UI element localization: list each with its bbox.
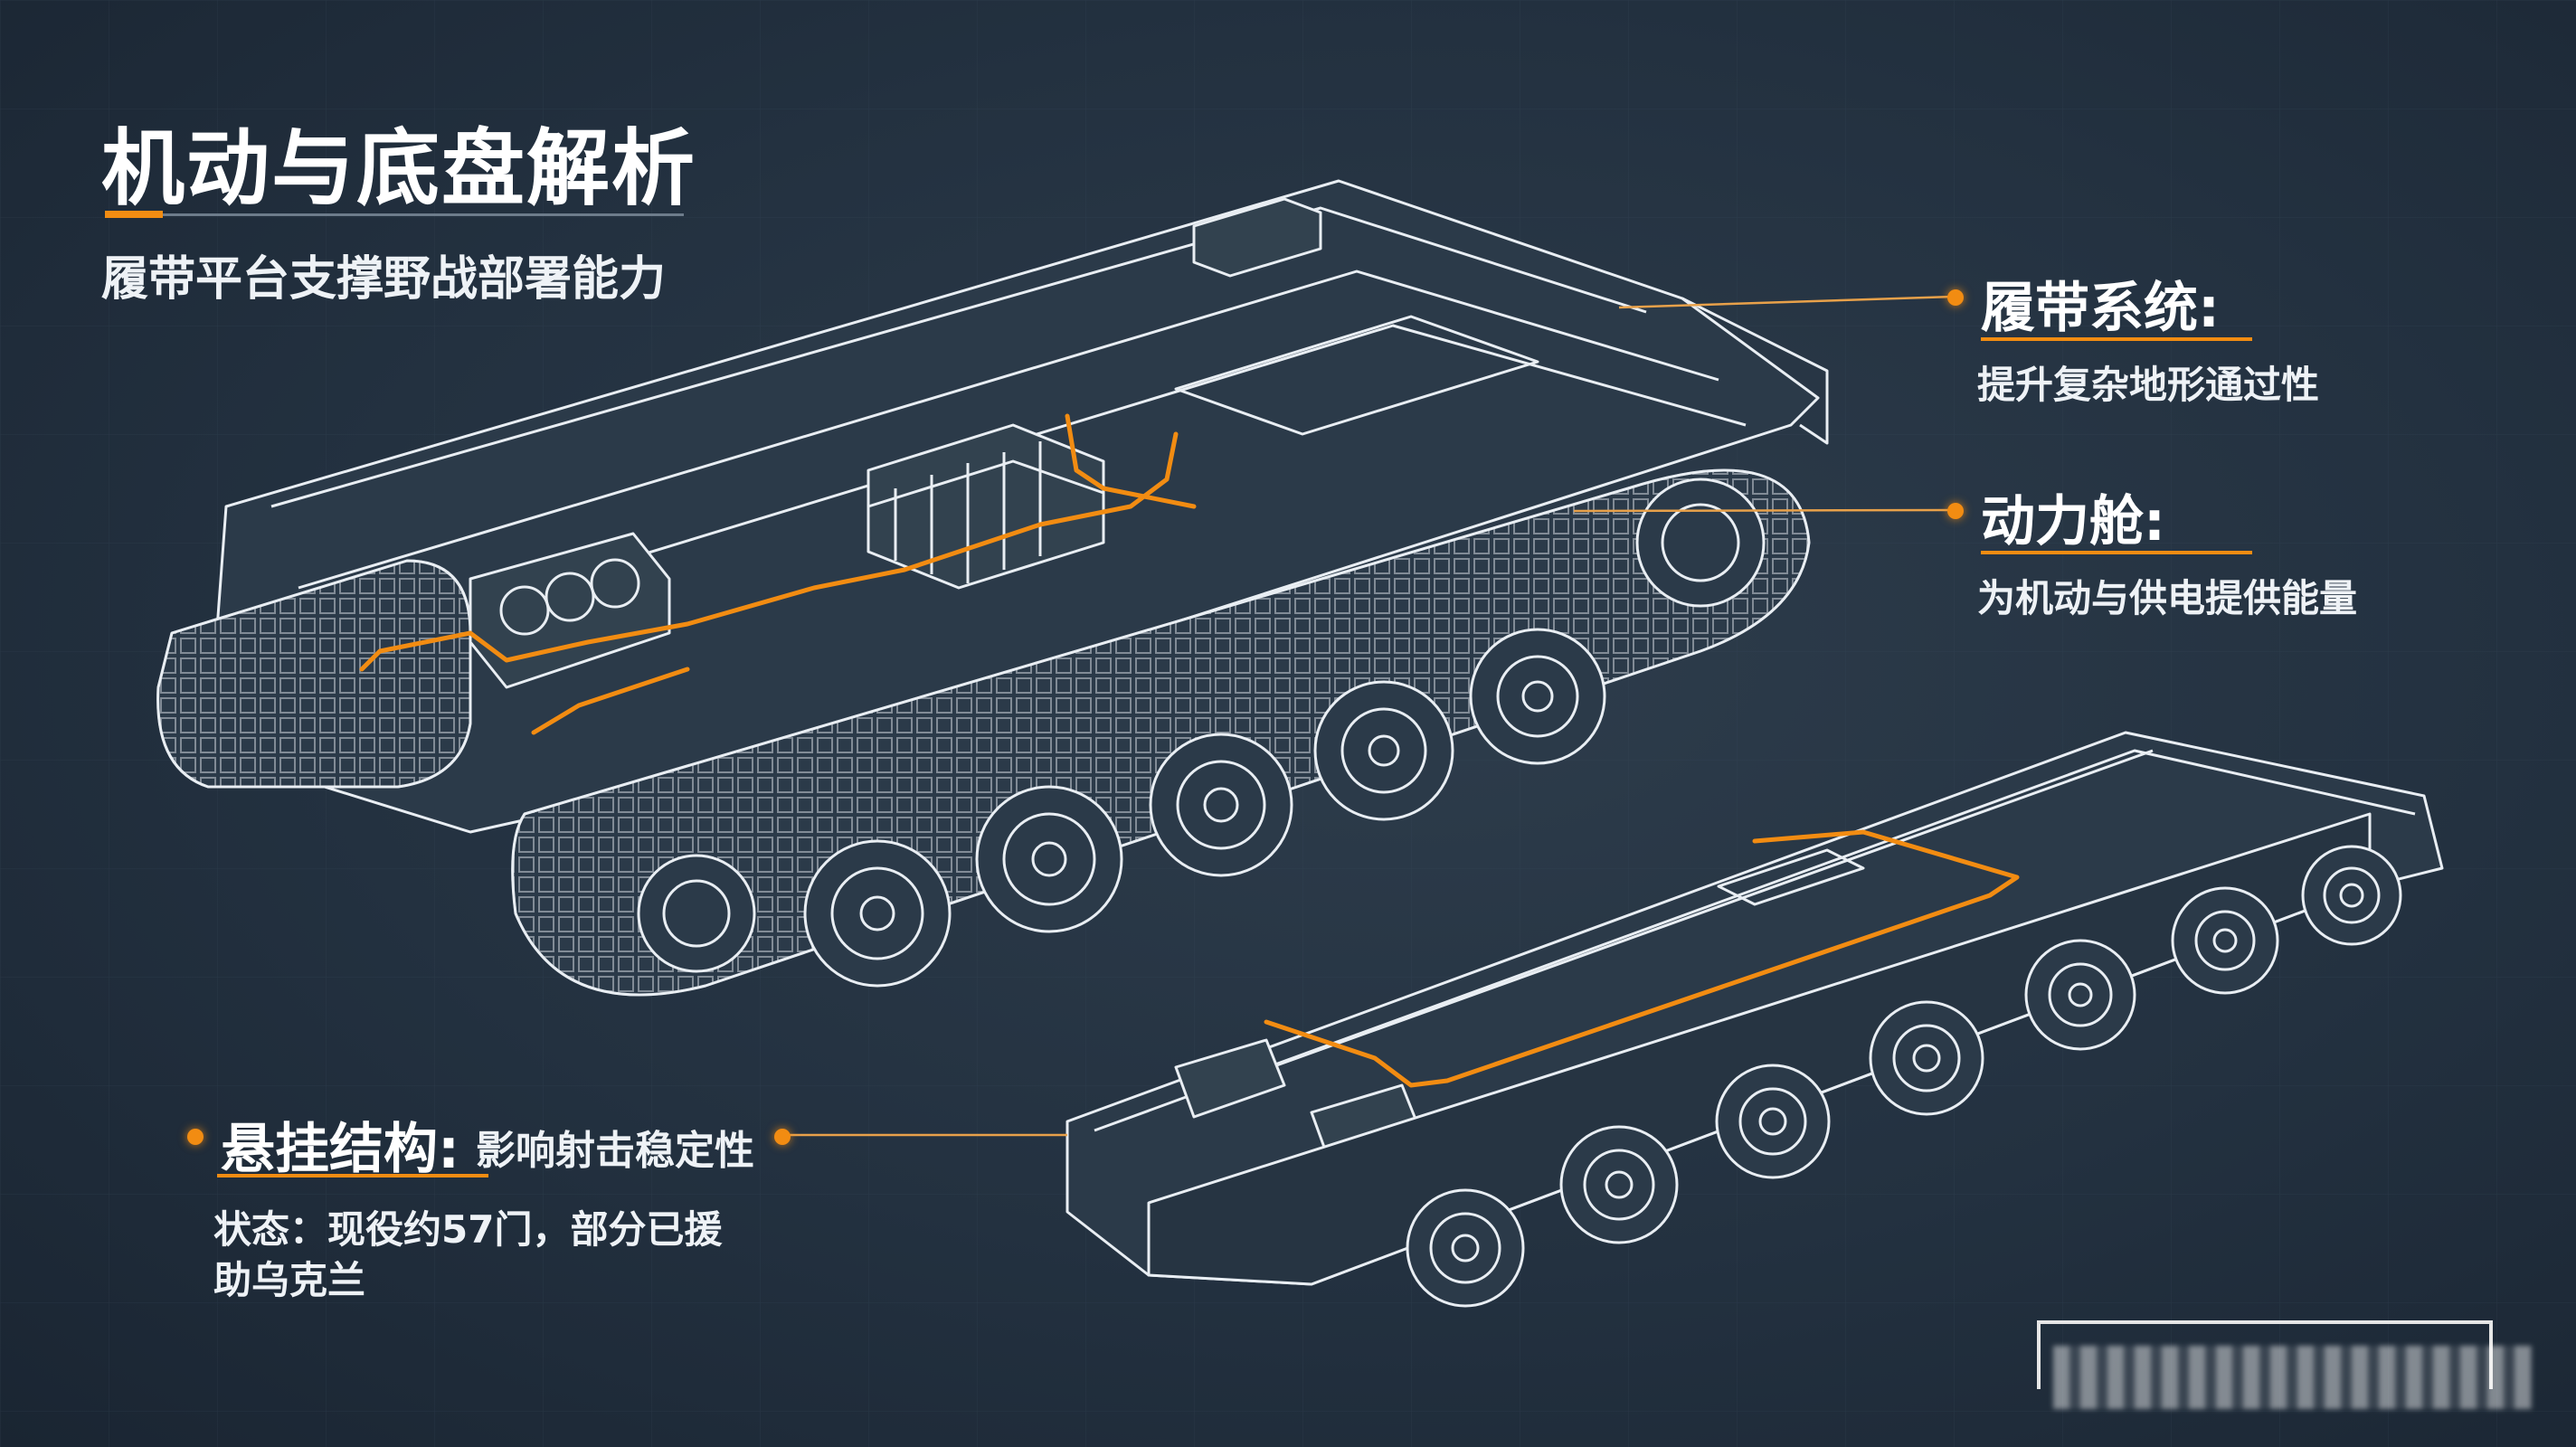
- suspension-callout-underline: [217, 1174, 488, 1177]
- suspension-status-line-2: 助乌克兰: [213, 1258, 366, 1302]
- suspension-callout-dot-left: [187, 1129, 204, 1145]
- page-subtitle: 履带平台支撑野战部署能力: [101, 252, 667, 307]
- suspension-callout-subtitle: 影响射击稳定性: [476, 1128, 754, 1174]
- power-callout-title: 动力舱:: [1981, 490, 2165, 553]
- watermark-blurred: [2053, 1346, 2533, 1409]
- track-callout-desc: 提升复杂地形通过性: [1977, 363, 2320, 407]
- suspension-callout-title: 悬挂结构:: [221, 1118, 459, 1181]
- power-callout-dot: [1947, 503, 1964, 519]
- road-wheels-lower: [1406, 845, 2402, 1308]
- track-callout-title: 履带系统:: [1981, 277, 2220, 340]
- suspension-callout-dot-right: [774, 1129, 791, 1145]
- upper-cabling: [359, 413, 1197, 735]
- power-callout-underline: [1981, 551, 2252, 554]
- leader-lines: [778, 295, 1955, 1137]
- page-title: 机动与底盘解析: [101, 120, 697, 217]
- track-callout-dot: [1947, 289, 1964, 306]
- title-accent-bar: [105, 211, 163, 218]
- lower-chassis: [1065, 731, 2444, 1308]
- track-callout-underline: [1981, 337, 2252, 341]
- power-callout-desc: 为机动与供电提供能量: [1977, 576, 2358, 620]
- suspension-status-line-1: 状态：现役约57门，部分已援: [213, 1207, 723, 1252]
- watermark-frame: [2037, 1320, 2493, 1389]
- upper-chassis: [156, 179, 1829, 997]
- lower-cabling: [1264, 829, 2020, 1088]
- title-divider: [105, 213, 684, 216]
